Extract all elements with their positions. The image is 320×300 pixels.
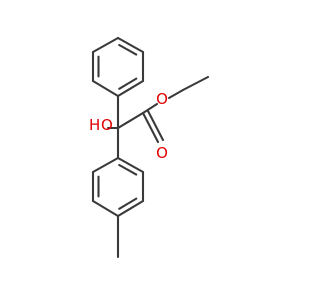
hydroxyl-h-label: H [89, 116, 100, 134]
phenyl-bond-2 [116, 79, 145, 98]
hydroxyl-o-label: O [101, 116, 113, 134]
structure-canvas: H O O O [89, 36, 210, 259]
carbonyl-bond-1 [141, 111, 160, 144]
c-ester-carbon-bond [116, 111, 145, 130]
ethyl-bond [181, 75, 210, 92]
carbonyl-o-label: O [156, 144, 168, 162]
carbonyl-bond-2 [146, 109, 165, 142]
phenyl-bond-3 [91, 79, 120, 98]
phenyl-double-0 [118, 43, 138, 56]
phenyl-bond-0 [116, 36, 145, 54]
molecule-structure: H O O O [89, 36, 210, 259]
ester-carbon-o-bond [141, 102, 159, 115]
tolyl-bond-5 [91, 156, 120, 174]
tolyl-bond-3 [91, 199, 120, 218]
bond-layer [91, 36, 210, 259]
tolyl-double-2 [118, 197, 138, 210]
tolyl-bond-0 [116, 156, 145, 174]
ester-o-label: O [156, 90, 168, 108]
tolyl-bond-2 [116, 199, 145, 218]
phenyl-double-2 [118, 77, 138, 90]
tolyl-double-0 [118, 163, 138, 176]
phenyl-bond-5 [91, 36, 120, 54]
o-ch2-bond [167, 88, 185, 100]
